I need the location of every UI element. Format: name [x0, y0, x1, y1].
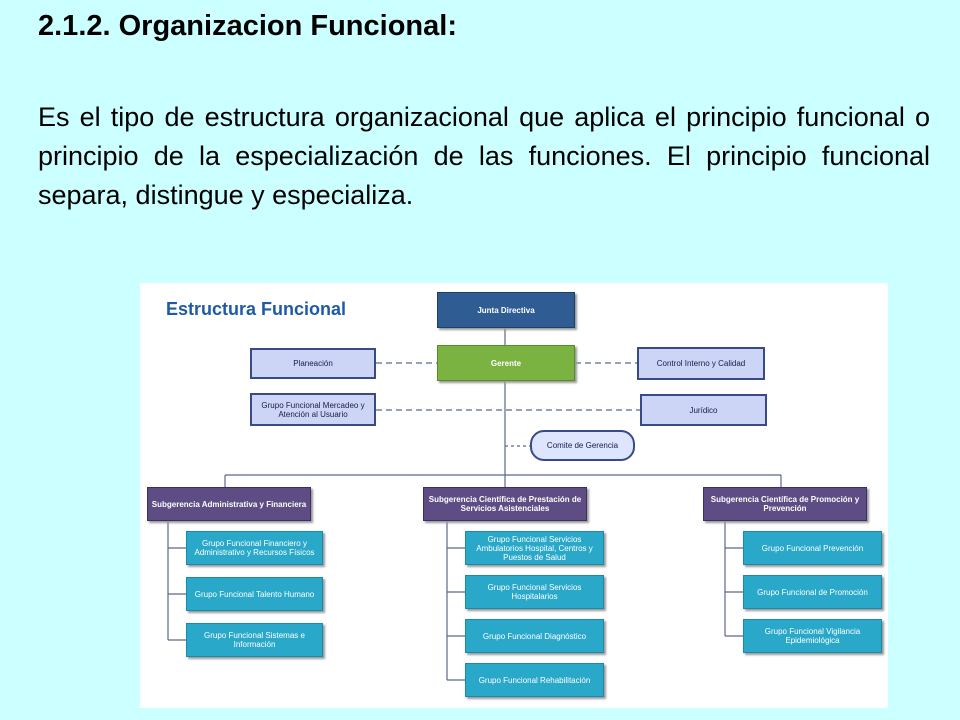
node-cient-rehabilitacion: Grupo Funcional Rehabilitación — [465, 663, 604, 697]
node-prom-vigilancia: Grupo Funcional Vigilancia Epidemiológic… — [743, 619, 882, 653]
node-mercadeo: Grupo Funcional Mercadeo y Atención al U… — [250, 393, 376, 426]
chart-title: Estructura Funcional — [166, 299, 347, 319]
node-prom-prevencion: Grupo Funcional Prevención — [743, 531, 882, 565]
node-gerente: Gerente — [437, 345, 575, 381]
node-control-interno: Control Interno y Calidad — [637, 347, 765, 380]
slide-heading: 2.1.2. Organizacion Funcional: — [38, 10, 457, 42]
node-admin-talento-humano: Grupo Funcional Talento Humano — [186, 577, 323, 611]
node-sub-cientifica-promocion: Subgerencia Científica de Promoción y Pr… — [703, 487, 867, 521]
node-comite-gerencia: Comite de Gerencia — [530, 430, 635, 461]
node-junta-directiva: Junta Directiva — [437, 292, 575, 328]
node-planeacion: Planeación — [250, 348, 376, 379]
node-prom-promocion: Grupo Funcional de Promoción — [743, 575, 882, 609]
node-cient-hospitalarios: Grupo Funcional Servicios Hospitalarios — [465, 575, 604, 609]
node-sub-cientifica-prestacion: Subgerencia Científica de Prestación de … — [423, 487, 587, 521]
node-juridico: Jurídico — [640, 394, 767, 426]
node-sub-administrativa: Subgerencia Administrativa y Financiera — [147, 487, 311, 521]
node-cient-diagnostico: Grupo Funcional Diagnóstico — [465, 619, 604, 653]
node-admin-sistemas: Grupo Funcional Sistemas e Información — [186, 623, 323, 657]
node-admin-financiero: Grupo Funcional Financiero y Administrat… — [186, 531, 323, 565]
org-chart: Estructura Funcional Junta Directiva Ger… — [140, 283, 888, 708]
org-chart-connectors — [167, 328, 782, 681]
node-cient-ambulatorios: Grupo Funcional Servicios Ambulatorios H… — [465, 531, 604, 565]
slide-paragraph: Es el tipo de estructura organizacional … — [38, 102, 930, 210]
